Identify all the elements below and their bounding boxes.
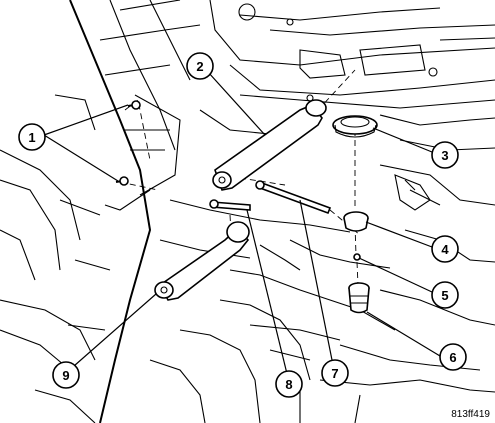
leader-lines	[43, 71, 441, 383]
callout-9: 9	[52, 361, 80, 389]
callout-number: 6	[449, 350, 456, 365]
spring-isolators	[332, 115, 378, 314]
callout-number: 3	[441, 148, 448, 163]
callout-number: 1	[28, 130, 35, 145]
figure-id-label: 813ff419	[451, 409, 490, 420]
callout-4: 4	[431, 235, 459, 263]
callout-number: 7	[331, 366, 338, 381]
callout-1: 1	[18, 123, 46, 151]
callout-8: 8	[275, 370, 303, 398]
upper-control-arm	[212, 99, 327, 191]
callout-7: 7	[321, 359, 349, 387]
callout-5: 5	[431, 281, 459, 309]
callout-2: 2	[186, 52, 214, 80]
callout-6: 6	[439, 343, 467, 371]
mounting-bolts	[115, 100, 332, 215]
callout-number: 5	[441, 288, 448, 303]
callout-number: 9	[62, 368, 69, 383]
callout-3: 3	[431, 141, 459, 169]
callout-number: 2	[196, 59, 203, 74]
callout-number: 4	[441, 242, 449, 257]
lower-control-arm	[154, 221, 250, 301]
callout-number: 8	[285, 377, 292, 392]
